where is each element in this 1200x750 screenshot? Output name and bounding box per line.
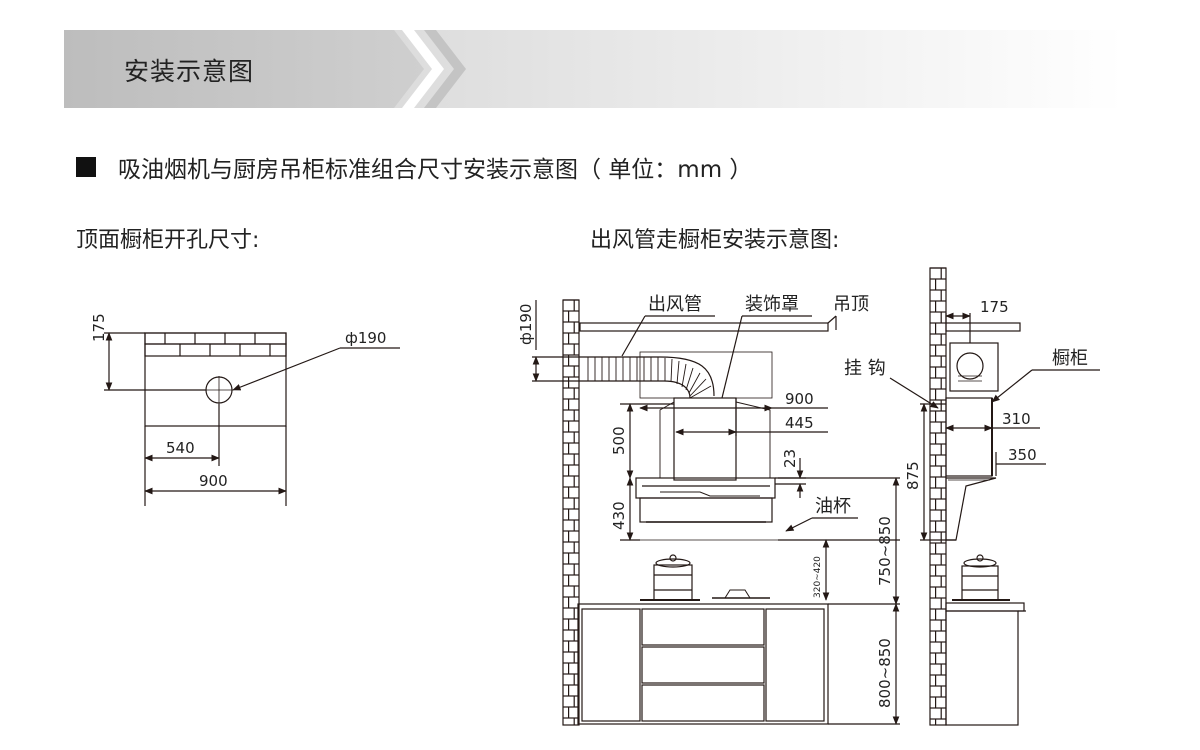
left-cooking-pot — [640, 554, 700, 601]
top-dim-175: 175 — [90, 313, 108, 342]
hood-lower-panel — [639, 497, 773, 523]
banner-chevron-shape — [64, 30, 1124, 108]
cover-label: 装饰罩 — [745, 294, 799, 315]
duct-dim-445: 445 — [785, 414, 814, 432]
base-cabinet — [577, 603, 829, 725]
cover-box-top — [639, 351, 773, 399]
top-view-caption: 顶面橱柜开孔尺寸: — [76, 228, 260, 253]
right-gas-burner — [712, 589, 770, 599]
side-dim-175: 175 — [980, 298, 1009, 316]
side-hood-cover — [945, 397, 993, 477]
section-banner: 安装示意图 — [64, 30, 1124, 108]
cabinet-top-outline — [144, 332, 287, 427]
side-duct-circle — [956, 352, 984, 380]
cabinet-label: 橱柜 — [1052, 348, 1088, 369]
side-dim-875: 875 — [904, 461, 922, 490]
side-countertop — [945, 602, 1025, 612]
hook-label: 挂 钩 — [844, 358, 886, 379]
duct-dim-750-850: 750~850 — [876, 516, 894, 586]
side-ceiling-board — [945, 322, 1021, 332]
ceiling-label: 吊顶 — [833, 294, 869, 315]
ceiling-board — [579, 322, 829, 332]
side-dim-350: 350 — [1008, 446, 1037, 464]
duct-dim-23: 23 — [781, 449, 799, 468]
top-dim-900: 900 — [199, 472, 228, 490]
hood-body — [635, 477, 776, 499]
heading-text: 吸油烟机与厨房吊柜标准组合尺寸安装示意图（ 单位：mm ） — [118, 157, 753, 183]
duct-dim-430: 430 — [610, 501, 628, 530]
side-view-drawing — [889, 267, 1100, 726]
duct-dim-phi190: ф190 — [517, 304, 535, 345]
left-brick-wall — [562, 299, 580, 726]
side-dim-310: 310 — [1002, 410, 1031, 428]
side-duct-box — [949, 342, 999, 392]
duct-dim-800-850: 800~850 — [876, 638, 894, 708]
top-dim-540: 540 — [166, 439, 195, 457]
duct-label: 出风管 — [648, 294, 702, 315]
top-brick-row — [144, 332, 287, 357]
square-bullet-icon — [76, 157, 96, 177]
side-base-cabinet — [945, 610, 1019, 726]
right-brick-wall — [929, 267, 947, 726]
duct-view-drawing — [532, 299, 900, 726]
oil-cup-label: 油杯 — [815, 496, 851, 517]
top-dim-phi190: ф190 — [345, 329, 386, 347]
duct-dim-900: 900 — [785, 390, 814, 408]
flex-duct — [580, 356, 715, 399]
side-cooking-pot — [952, 554, 1010, 601]
duct-dim-500: 500 — [610, 426, 628, 455]
duct-dim-320-420: 320~420 — [813, 556, 823, 598]
top-view-drawing — [104, 332, 400, 506]
side-hood-body — [945, 477, 997, 541]
diagram-heading: 吸油烟机与厨房吊柜标准组合尺寸安装示意图（ 单位：mm ） — [76, 150, 752, 184]
duct-view-caption: 出风管走橱柜安装示意图: — [590, 228, 840, 253]
decorative-cover — [673, 397, 737, 481]
banner-title: 安装示意图 — [124, 57, 255, 86]
